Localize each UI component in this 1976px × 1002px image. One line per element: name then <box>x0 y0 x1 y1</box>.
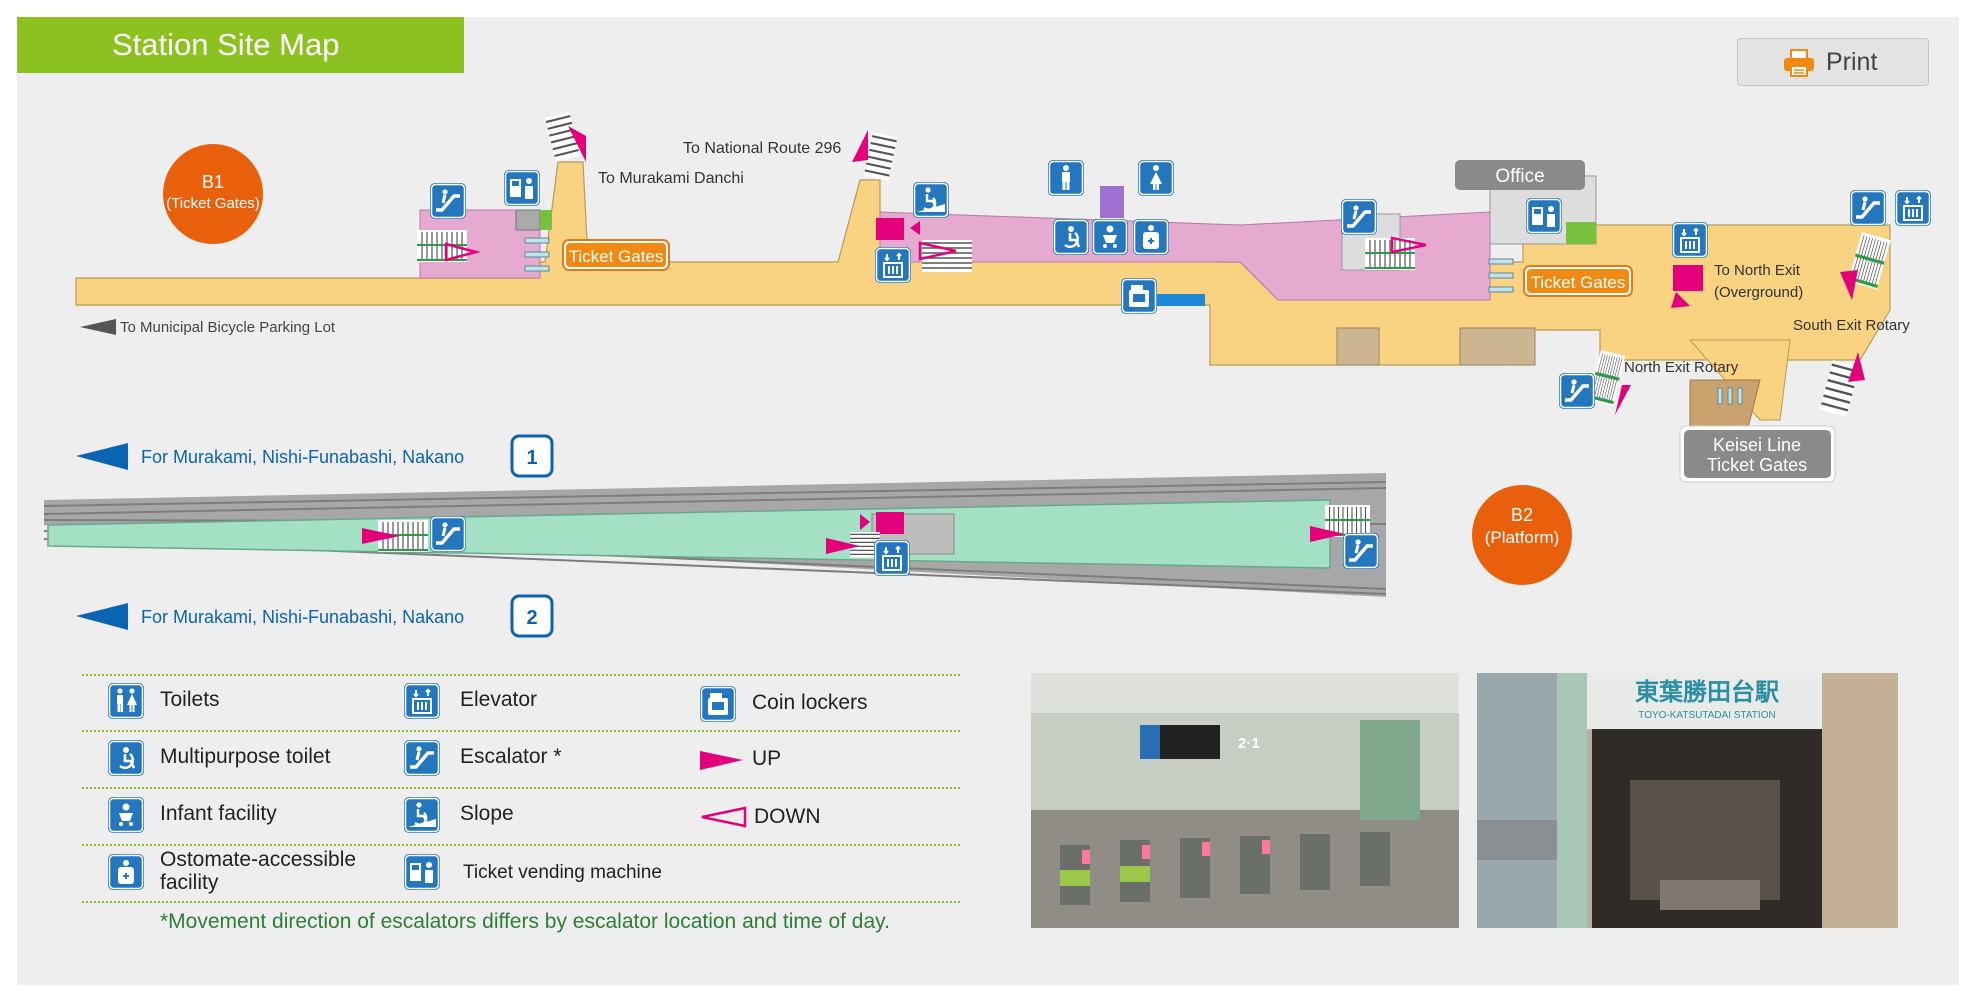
down-arrow-icon <box>701 806 747 828</box>
ostomate-icon <box>108 854 144 890</box>
office-label: Office <box>1495 166 1544 187</box>
elevator-icon <box>404 683 440 719</box>
ticket-gates-photo: 2·1 <box>1031 673 1459 928</box>
escalator-icon <box>1343 533 1379 569</box>
legend-divider <box>82 674 960 676</box>
entrance-sign-jp: 東葉勝田台駅 <box>1635 678 1779 706</box>
legend-label-ostomate: Ostomate-accessible facility <box>160 848 356 894</box>
entrance-sign-en: TOYO-KATSUTADAI STATION <box>1638 710 1775 721</box>
label-to-north-exit-1: To North Exit <box>1714 262 1801 279</box>
escalator-note: *Movement direction of escalators differ… <box>160 910 890 933</box>
keisei-label-line1: Keisei Line <box>1713 435 1801 455</box>
up-arrow-icon <box>700 751 743 770</box>
legend-label-down: DOWN <box>754 805 821 828</box>
legend-label-ticket-machine: Ticket vending machine <box>463 862 662 883</box>
ticket-machine-icon <box>504 170 540 206</box>
man-toilet-icon <box>1048 160 1084 196</box>
ostomate-icon <box>1133 219 1169 255</box>
elevator-icon <box>1895 190 1931 226</box>
legend-label-escalator: Escalator * <box>460 745 562 768</box>
legend-label-coin-lockers: Coin lockers <box>752 691 868 714</box>
escalator-icon <box>1341 199 1377 235</box>
legend-label-up: UP <box>752 747 782 770</box>
track-2-number: 2 <box>526 607 537 629</box>
legend-divider <box>82 787 960 789</box>
page-title: Station Site Map <box>17 17 464 73</box>
multipurpose-toilet-icon <box>108 740 144 776</box>
print-button[interactable]: Print <box>1737 38 1929 86</box>
b1-label: B1 <box>202 172 224 192</box>
elevator-icon <box>1672 222 1708 258</box>
infant-facility-icon <box>108 797 144 833</box>
b1-sublabel: (Ticket Gates) <box>166 195 260 212</box>
label-to-national-route: To National Route 296 <box>683 140 841 157</box>
legend-label-ostomate-line1: Ostomate-accessible <box>160 848 357 871</box>
slope-icon <box>404 797 440 833</box>
ticket-machine-icon <box>404 854 440 890</box>
slope-icon <box>913 182 949 218</box>
escalator-icon <box>430 183 466 219</box>
coin-lockers-icon <box>700 686 736 722</box>
track-1-number: 1 <box>526 447 537 469</box>
escalator-icon <box>1559 373 1595 409</box>
b2-sublabel: (Platform) <box>1485 528 1560 547</box>
gate-bars <box>524 237 1743 405</box>
escalator-icon <box>1850 190 1886 226</box>
coin-lockers-icon <box>1121 278 1157 314</box>
legend-label-slope: Slope <box>460 802 514 825</box>
track-2-direction: For Murakami, Nishi-Funabashi, Nakano <box>141 607 464 627</box>
printer-icon <box>1784 49 1814 77</box>
infant-facility-icon <box>1092 219 1128 255</box>
b2-label: B2 <box>1511 505 1533 525</box>
ticket-gates-label-right: Ticket Gates <box>1531 273 1626 292</box>
track-1-direction: For Murakami, Nishi-Funabashi, Nakano <box>141 447 464 467</box>
legend-label-multipurpose-toilet: Multipurpose toilet <box>160 745 331 768</box>
gate-platform-sign: 2·1 <box>1238 735 1260 752</box>
label-to-north-exit-2: (Overground) <box>1714 284 1803 301</box>
label-to-murakami-danchi: To Murakami Danchi <box>598 170 744 187</box>
print-label: Print <box>1826 48 1878 76</box>
legend-divider <box>82 730 960 732</box>
label-north-exit-rotary: North Exit Rotary <box>1624 359 1739 376</box>
legend-divider <box>82 844 960 846</box>
legend-label-ostomate-line2: facility <box>160 871 219 894</box>
legend <box>108 683 747 890</box>
elevator-icon <box>874 540 910 576</box>
ticket-gates-label-left: Ticket Gates <box>569 247 664 266</box>
keisei-label-line2: Ticket Gates <box>1707 455 1807 475</box>
legend-label-elevator: Elevator <box>460 688 538 711</box>
entrance-photo: 東葉勝田台駅 TOYO-KATSUTADAI STATION <box>1477 673 1898 928</box>
legend-label-infant-facility: Infant facility <box>160 802 277 825</box>
escalator-icon <box>430 516 466 552</box>
toilets-icon <box>108 683 144 719</box>
woman-toilet-icon <box>1138 160 1174 196</box>
label-to-bicycle-parking: To Municipal Bicycle Parking Lot <box>120 319 336 336</box>
label-south-exit-rotary: South Exit Rotary <box>1793 317 1910 334</box>
legend-label-toilets: Toilets <box>160 688 220 711</box>
multipurpose-toilet-icon <box>1053 219 1089 255</box>
b2-platform: For Murakami, Nishi-Funabashi, Nakano 1 … <box>43 434 1572 638</box>
elevator-icon <box>875 247 911 283</box>
ticket-machine-icon <box>1526 198 1562 234</box>
legend-divider <box>82 901 960 903</box>
escalator-icon <box>404 740 440 776</box>
b1-concourse: Office Ticket Gates Ticket Gates Keisei … <box>75 110 1931 483</box>
